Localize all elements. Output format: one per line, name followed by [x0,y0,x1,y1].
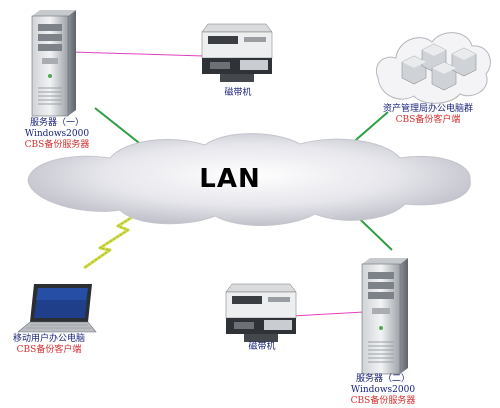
server-tower-icon [31,10,76,117]
laptop-name: 移动用户办公电脑 [12,334,85,344]
lan-label: LAN [199,164,261,194]
server2-label: 服务器（二） Windows2000 CBS备份服务器 [336,374,430,407]
computer-cloud-icon [376,32,491,104]
server1-label: 服务器（一） Windows2000 CBS备份服务器 [12,118,102,151]
tape1-name: 磁带机 [224,88,252,98]
server2-role: CBS备份服务器 [350,396,416,406]
office-group-name: 资产管理局办公电脑群 [382,104,473,114]
link-server1-tape1 [71,51,205,57]
laptop-label: 移动用户办公电脑 CBS备份客户端 [0,334,98,356]
server1-role: CBS备份服务器 [24,140,90,150]
server1-os: Windows2000 [24,129,90,139]
tape1-label: 磁带机 [208,88,268,99]
office-group-role: CBS备份客户端 [395,115,461,125]
tape-drive-icon [225,283,297,342]
laptop-icon [17,284,97,333]
server2-name: 服务器（二） [355,374,410,384]
server2-os: Windows2000 [350,385,416,395]
office-group-label: 资产管理局办公电脑群 CBS备份客户端 [368,104,488,126]
link-tape2-server2 [291,311,365,317]
tape-drive-icon [201,23,273,82]
tape2-name: 磁带机 [248,342,276,352]
lan-cloud [27,133,471,227]
server1-name: 服务器（一） [29,118,84,128]
laptop-role: CBS备份客户端 [16,345,82,355]
server-tower-icon [361,258,408,375]
tape2-label: 磁带机 [232,342,292,353]
